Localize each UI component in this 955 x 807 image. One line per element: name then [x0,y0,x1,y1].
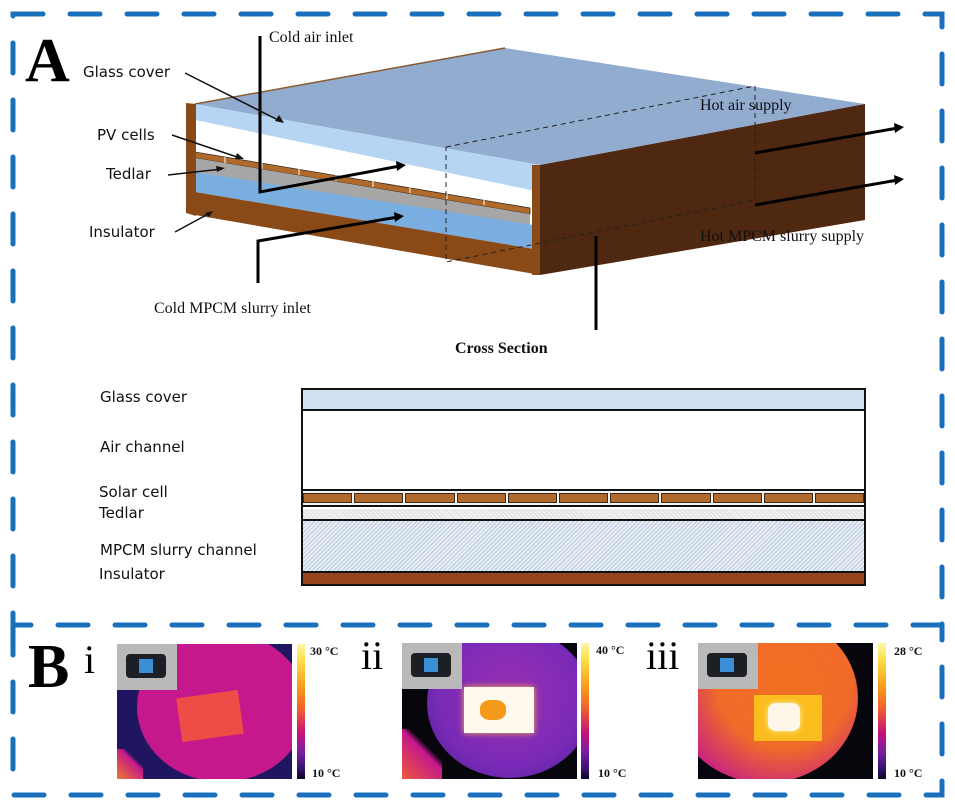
panel-b-letter: B [28,633,70,701]
thermal-image-ii [402,643,577,779]
sample-photo-inset [698,643,758,689]
cs-mpcm-channel [303,521,864,573]
cs-solar-cell [712,493,762,503]
panel-a-letter: A [25,27,70,95]
hot-mpcm-supply-arrow [754,178,899,207]
label-hot-mpcm-supply: Hot MPCM slurry supply [700,228,865,245]
tedlar-layer [195,158,530,226]
label-cold-air-inlet: Cold air inlet [269,29,354,46]
cs-solar-cell [405,493,455,503]
min-temp-ii: 10 °C [598,766,627,780]
cs-solar-cell [814,493,865,503]
image-ii-label: ii [361,633,384,678]
cs-label-insulator: Insulator [99,565,165,583]
cs-tedlar [303,509,864,521]
image-i-label: i [84,637,96,682]
cs-solar-cell [303,493,353,503]
label-glass-cover: Glass cover [83,63,171,81]
sample-photo-inset [402,643,462,689]
hot-air-supply-arrow [754,126,899,155]
glass-cover-layer [195,104,540,192]
image-iii-label: iii [646,633,680,678]
panel-b-frame [10,622,945,798]
insulator-layer [195,192,540,275]
colorbar-iii [878,643,886,779]
cs-label-solar-cell: Solar cell [99,483,168,501]
cs-solar-cell [507,493,557,503]
label-insulator: Insulator [89,223,155,241]
label-hot-air-supply: Hot air supply [700,97,792,114]
thermal-image-iii [698,643,873,779]
cs-solar-cell [610,493,660,503]
colorbar-i [297,644,305,779]
colorbar-ii [581,643,589,779]
collector-3d-drawing [167,36,904,330]
cs-label-glass-cover: Glass cover [100,388,188,406]
pv-cells-leader [171,134,241,159]
max-temp-iii: 28 °C [894,644,923,658]
min-temp-i: 10 °C [312,766,341,780]
glass-cover-leader [184,72,281,122]
cold-mpcm-inlet-arrow [256,215,399,283]
left-end-cap [186,103,196,216]
label-tedlar: Tedlar [106,165,151,183]
label-cold-mpcm-inlet: Cold MPCM slurry inlet [154,300,311,317]
cs-solar-cell [354,493,404,503]
cs-label-mpcm-channel: MPCM slurry channel [100,541,257,559]
thermal-image-i [117,644,292,779]
cross-section-diagram [301,388,866,586]
tedlar-leader [167,168,223,176]
cs-solar-cell [763,493,813,503]
glass-top-surface [195,48,865,165]
min-temp-iii: 10 °C [894,766,923,780]
cs-label-air-channel: Air channel [100,438,185,456]
cs-solar-cell [661,493,711,503]
max-temp-ii: 40 °C [596,643,625,657]
cs-glass-cover [303,390,864,411]
cs-solar-cell [558,493,609,503]
cs-label-tedlar: Tedlar [99,504,144,522]
cold-air-inlet-arrow [258,36,401,194]
cs-solar-cell [456,493,506,503]
insulator-leader [174,212,211,233]
max-temp-i: 30 °C [310,644,339,658]
cs-insulator [303,573,864,584]
label-pv-cells: PV cells [97,126,155,144]
cs-air-channel [303,411,864,491]
cross-section-title: Cross Section [455,340,548,357]
sample-photo-inset [117,644,177,690]
mpcm-channel-layer [195,172,540,250]
cs-solar-cells [303,491,865,507]
